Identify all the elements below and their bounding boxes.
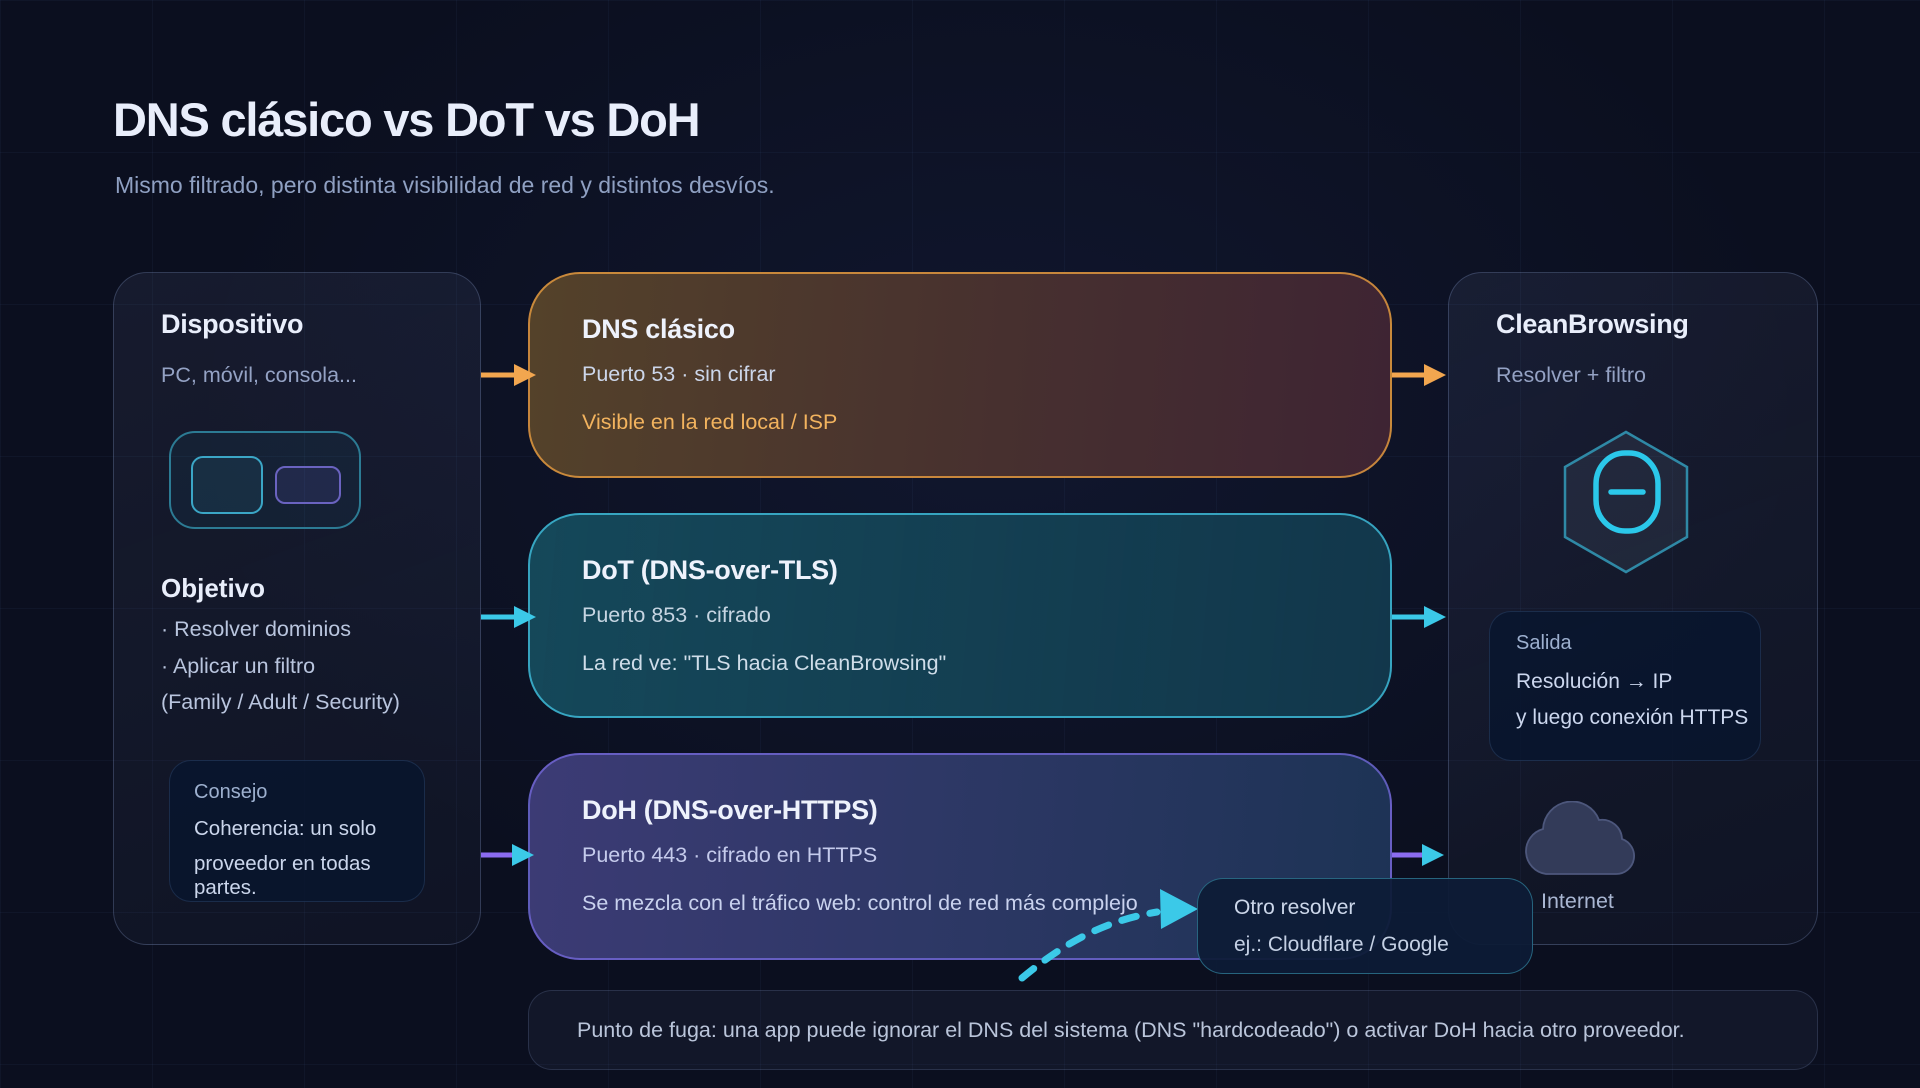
page-subtitle: Mismo filtrado, pero distinta visibilida… [115, 172, 775, 198]
device-panel: Dispositivo PC, móvil, consola... Objeti… [113, 272, 481, 945]
arrow-dns-right-icon [1392, 364, 1446, 386]
resolver-panel-subtitle: Resolver + filtro [1496, 363, 1646, 387]
objective-item: · Aplicar un filtro [161, 654, 316, 678]
tip-text-line1: Coherencia: un solo [194, 817, 377, 840]
resolver-panel: CleanBrowsing Resolver + filtro Salida R… [1448, 272, 1818, 945]
tip-label: Consejo [194, 781, 268, 803]
device-panel-subtitle: PC, móvil, consola... [161, 363, 357, 387]
device-screen-purple-icon [275, 466, 341, 504]
other-resolver-line2: ej.: Cloudflare / Google [1234, 933, 1449, 956]
resolver-panel-title: CleanBrowsing [1496, 309, 1689, 339]
device-icon [169, 431, 361, 529]
card-doh-meta: Puerto 443 · cifrado en HTTPS [582, 843, 878, 867]
objective-title: Objetivo [161, 573, 266, 603]
device-panel-title: Dispositivo [161, 309, 304, 339]
tip-text-line2: proveedor en todas partes. [194, 852, 371, 899]
leak-footnote-bar: Punto de fuga: una app puede ignorar el … [528, 990, 1818, 1070]
internet-label: Internet [1541, 889, 1614, 913]
card-dns-note: Visible en la red local / ISP [582, 410, 838, 434]
output-box: Salida Resolución → IP y luego conexión … [1489, 611, 1761, 761]
output-line1: Resolución → IP [1516, 670, 1673, 693]
arrow-dot-right-icon [1392, 606, 1446, 628]
output-line2: y luego conexión HTTPS [1516, 706, 1749, 729]
tip-box: Consejo Coherencia: un solo proveedor en… [169, 760, 425, 902]
other-resolver-box: Otro resolver ej.: Cloudflare / Google [1197, 878, 1533, 974]
page-title: DNS clásico vs DoT vs DoH [113, 93, 701, 146]
card-dns-meta: Puerto 53 · sin cifrar [582, 362, 776, 386]
card-dot-note: La red ve: "TLS hacia CleanBrowsing" [582, 651, 947, 675]
card-dns-classic: DNS clásico Puerto 53 · sin cifrar Visib… [528, 272, 1392, 478]
card-doh-note: Se mezcla con el tráfico web: control de… [582, 891, 1138, 915]
card-dot-title: DoT (DNS-over-TLS) [582, 555, 838, 585]
card-doh: DoH (DNS-over-HTTPS) Puerto 443 · cifrad… [528, 753, 1392, 960]
card-doh-title: DoH (DNS-over-HTTPS) [582, 795, 878, 825]
arrow-doh-right-icon [1392, 844, 1444, 866]
arrow-doh-left-icon [481, 844, 534, 866]
card-dot: DoT (DNS-over-TLS) Puerto 853 · cifrado … [528, 513, 1392, 718]
objective-item: · Resolver dominios [161, 617, 351, 641]
cleanbrowsing-logo-icon [1563, 430, 1689, 574]
card-dot-meta: Puerto 853 · cifrado [582, 603, 771, 627]
card-dns-title: DNS clásico [582, 314, 735, 344]
cloud-icon [1525, 801, 1635, 875]
objective-item: (Family / Adult / Security) [161, 690, 400, 714]
output-label: Salida [1516, 632, 1572, 654]
leak-footnote-text: Punto de fuga: una app puede ignorar el … [577, 1017, 1685, 1042]
device-screen-cyan-icon [191, 456, 263, 514]
other-resolver-line1: Otro resolver [1234, 896, 1356, 919]
